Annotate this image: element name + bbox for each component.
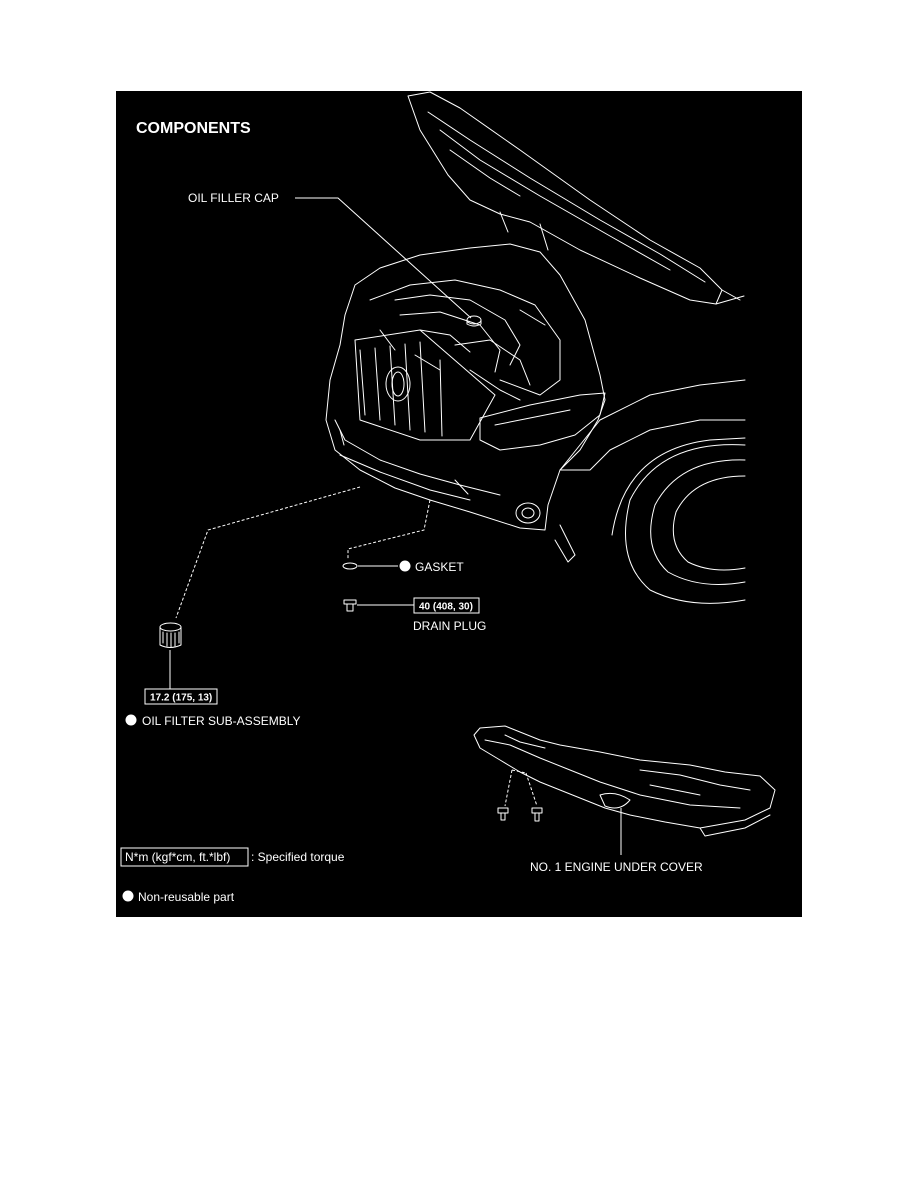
torque-box-oil-filter (144, 688, 218, 705)
vehicle-body (325, 243, 606, 531)
bolt-icon-left (497, 807, 509, 821)
hood-outline (407, 91, 723, 305)
fog-light (515, 502, 541, 524)
vehicle-illustration (325, 91, 746, 604)
front-wheel (625, 444, 746, 604)
fender (559, 379, 746, 471)
callout-drain-plug: DRAIN PLUG (413, 619, 486, 633)
legend-non-reusable-marker (122, 890, 134, 902)
headlight (479, 392, 606, 451)
legend-torque-desc: : Specified torque (251, 850, 345, 864)
callout-gasket: GASKET (415, 560, 464, 574)
non-reusable-marker-gasket (399, 560, 411, 572)
diagram-title: COMPONENTS (136, 120, 251, 137)
torque-oil-filter: 17.2 (175, 13) (150, 693, 212, 704)
non-reusable-marker-oil-filter (125, 714, 137, 726)
engine-under-cover-illustration (473, 725, 776, 837)
legend-torque-box (120, 847, 249, 867)
callout-oil-filler-cap: OIL FILLER CAP (188, 191, 279, 205)
diagram-panel (116, 91, 802, 917)
emblem (385, 366, 411, 402)
callout-engine-under-cover: NO. 1 ENGINE UNDER COVER (530, 860, 703, 874)
torque-drain-plug: 40 (408, 30) (419, 602, 473, 613)
dashed-leader-drain-plug (347, 499, 431, 560)
oil-filter-icon (159, 622, 182, 648)
dashed-leader-oil-filter (175, 486, 361, 619)
legend-torque-units: N*m (kgf*cm, ft.*lbf) (125, 850, 230, 864)
bolt-icon-right (531, 807, 543, 822)
callout-oil-filter: OIL FILTER SUB-ASSEMBLY (142, 714, 300, 728)
gasket-icon (342, 562, 358, 570)
drain-plug-icon (343, 599, 357, 612)
torque-box-drain-plug (413, 597, 480, 614)
leader-oil-filler-cap (295, 197, 472, 319)
legend-non-reusable: Non-reusable part (138, 890, 235, 904)
